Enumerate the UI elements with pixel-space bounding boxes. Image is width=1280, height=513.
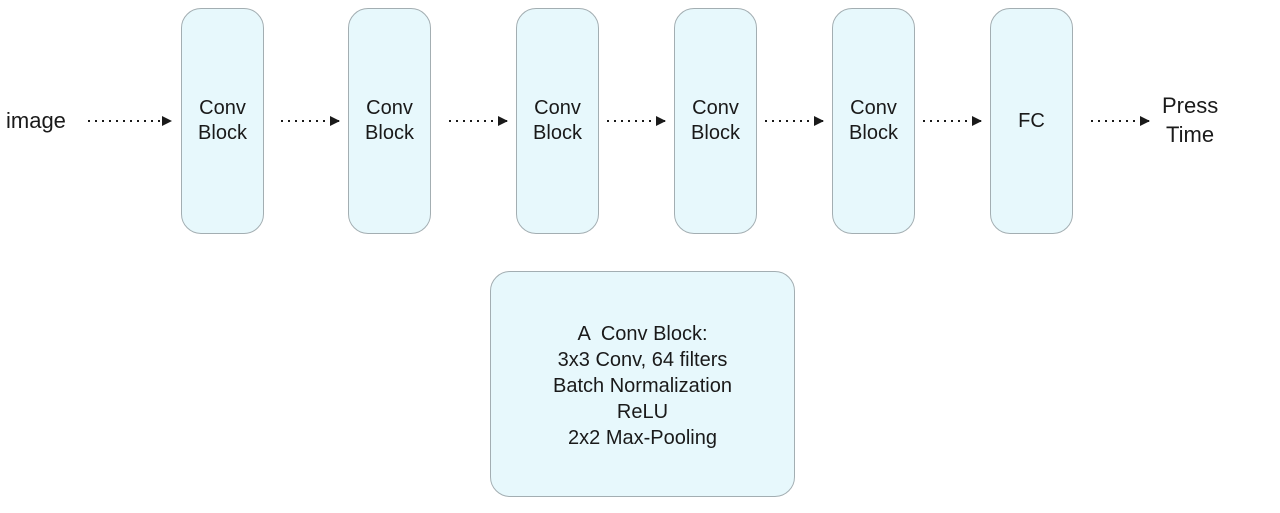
input-label: image: [6, 106, 66, 135]
conv-block-detail-title: A Conv Block:: [577, 323, 708, 345]
conv-block-detail-line-1: 3x3 Conv, 64 filters: [557, 349, 728, 371]
conv-block-detail-line-4: 2x2 Max-Pooling: [568, 427, 717, 449]
conv-block-1-line-2: Block: [198, 122, 247, 144]
conv-block-1-line-1: Conv: [199, 97, 246, 119]
conv-block-2-line-2: Block: [365, 122, 414, 144]
conv-block-4: Conv Block: [674, 8, 757, 234]
output-label-line-2: Time: [1166, 122, 1215, 147]
conv-block-2: Conv Block: [348, 8, 431, 234]
output-label: Press Time: [1162, 91, 1218, 149]
conv-block-3-line-1: Conv: [534, 97, 581, 119]
conv-block-4-line-2: Block: [691, 122, 740, 144]
fc-block: FC: [990, 8, 1073, 234]
conv-block-5: Conv Block: [832, 8, 915, 234]
conv-block-5-line-2: Block: [849, 122, 898, 144]
fc-block-label: FC: [1018, 109, 1045, 132]
conv-block-detail-line-2: Batch Normalization: [553, 375, 732, 397]
conv-block-1: Conv Block: [181, 8, 264, 234]
input-label-text: image: [6, 108, 66, 133]
conv-block-3-line-2: Block: [533, 122, 582, 144]
conv-block-5-line-1: Conv: [850, 97, 897, 119]
conv-block-3: Conv Block: [516, 8, 599, 234]
conv-block-4-line-1: Conv: [692, 97, 739, 119]
conv-block-detail-line-3: ReLU: [616, 401, 669, 423]
output-label-line-1: Press: [1162, 93, 1219, 118]
conv-block-detail-box: A Conv Block: 3x3 Conv, 64 filters Batch…: [490, 271, 795, 497]
conv-block-2-line-1: Conv: [366, 97, 413, 119]
